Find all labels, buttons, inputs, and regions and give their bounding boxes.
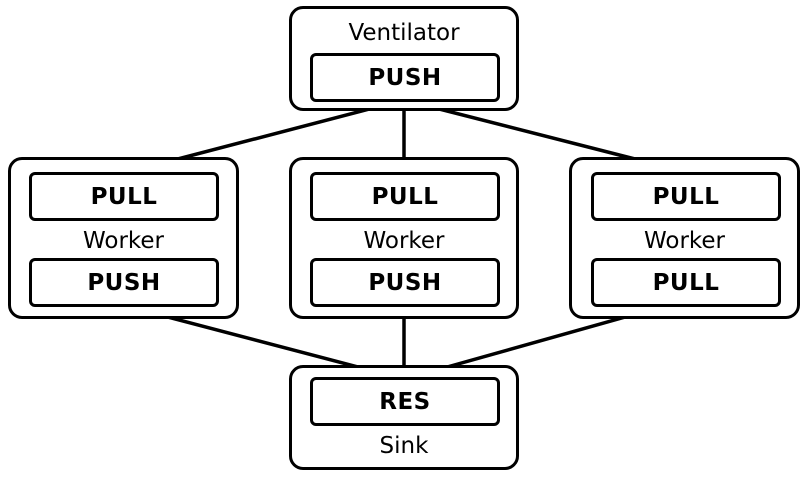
worker-3-pull-socket-bottom: PULL	[591, 258, 781, 307]
worker-node-1: PULL Worker PUSH	[8, 157, 239, 319]
sink-node: RES Sink	[289, 365, 519, 470]
worker-2-label: Worker	[363, 228, 445, 254]
worker-1-push-socket: PUSH	[29, 258, 219, 307]
worker-2-push-socket: PUSH	[310, 258, 500, 307]
worker-2-pull-socket: PULL	[310, 172, 500, 221]
worker-3-pull-socket: PULL	[591, 172, 781, 221]
sink-res-socket: RES	[310, 377, 500, 426]
ventilator-node: Ventilator PUSH	[289, 6, 519, 111]
sink-label: Sink	[379, 433, 429, 459]
ventilator-label: Ventilator	[348, 20, 460, 46]
worker-node-3: PULL Worker PULL	[569, 157, 800, 319]
worker-node-2: PULL Worker PUSH	[289, 157, 519, 319]
worker-1-label: Worker	[82, 228, 165, 254]
worker-1-pull-socket: PULL	[29, 172, 219, 221]
worker-3-label: Worker	[643, 228, 726, 254]
ventilator-push-socket: PUSH	[310, 53, 500, 102]
